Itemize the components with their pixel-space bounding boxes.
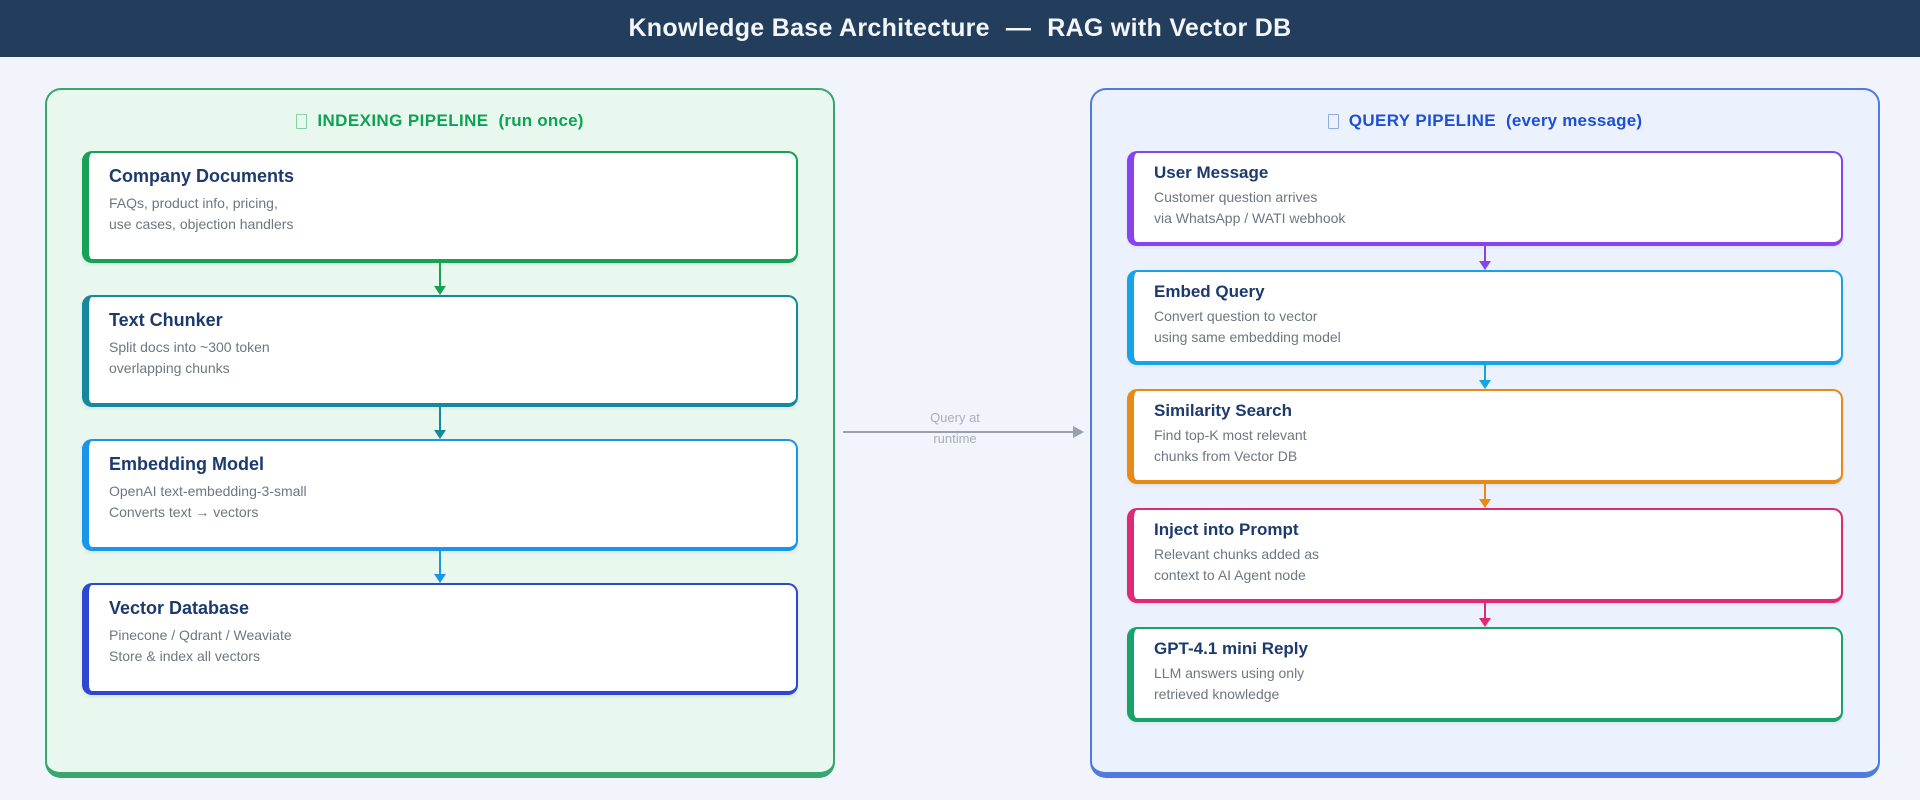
arrow-line <box>1483 603 1487 618</box>
step-title: GPT-4.1 mini Reply <box>1154 639 1308 658</box>
arrow-line <box>438 407 442 430</box>
step-description: Relevant chunks added as context to AI A… <box>1154 546 1319 583</box>
arrow-line <box>438 551 442 574</box>
pipeline-step-card: User Message Customer question arrives v… <box>1127 151 1843 246</box>
step-description: OpenAI text-embedding-3-small Converts t… <box>109 483 307 520</box>
pipeline-step-card: Embedding Model OpenAI text-embedding-3-… <box>82 439 798 551</box>
step-title: Text Chunker <box>109 310 223 330</box>
query-steps: User Message Customer question arrives v… <box>1127 151 1843 722</box>
indexing-steps: Company Documents FAQs, product info, pr… <box>82 151 798 695</box>
query-pipeline-header: QUERY PIPELINE (every message) <box>1127 110 1843 132</box>
page-title-left: Knowledge Base Architecture <box>628 14 990 42</box>
step-title: Vector Database <box>109 598 250 618</box>
step-description: Find top-K most relevant chunks from Vec… <box>1154 427 1307 464</box>
step-description: Customer question arrives via WhatsApp /… <box>1154 189 1346 226</box>
arrow-down-icon <box>1479 380 1491 389</box>
step-title: Company Documents <box>109 166 295 186</box>
query-pipeline-title: QUERY PIPELINE <box>1348 111 1497 130</box>
arrow-right-icon <box>1073 426 1084 438</box>
pipeline-step-card: Text Chunker Split docs into ~300 token … <box>82 295 798 407</box>
runtime-label-line1: Query at <box>930 410 980 425</box>
step-title: User Message <box>1154 163 1269 182</box>
indexing-pipeline-panel: INDEXING PIPELINE (run once) Company Doc… <box>45 88 835 778</box>
query-pipeline-panel: QUERY PIPELINE (every message) User Mess… <box>1090 88 1880 778</box>
step-description: Convert question to vector using same em… <box>1154 308 1341 345</box>
step-connector-arrow <box>82 407 798 439</box>
step-description: Pinecone / Qdrant / Weaviate Store & ind… <box>109 627 292 664</box>
arrow-line <box>1483 365 1487 380</box>
arrow-down-icon <box>434 574 446 583</box>
step-connector-arrow <box>82 551 798 583</box>
step-connector-arrow <box>1127 246 1843 270</box>
arrow-down-icon <box>434 286 446 295</box>
step-connector-arrow <box>82 263 798 295</box>
placeholder-box-icon <box>296 113 308 129</box>
page-title-dash: — <box>1005 14 1032 42</box>
arrow-down-icon <box>1479 261 1491 270</box>
step-description: LLM answers using only retrieved knowled… <box>1154 665 1305 702</box>
step-connector-arrow <box>1127 603 1843 627</box>
page-title-right: RAG with Vector DB <box>1047 14 1292 42</box>
step-description: FAQs, product info, pricing, use cases, … <box>109 195 294 232</box>
query-pipeline-suffix: (every message) <box>1506 111 1643 130</box>
arrow-down-icon <box>1479 499 1491 508</box>
pipeline-step-card: Inject into Prompt Relevant chunks added… <box>1127 508 1843 603</box>
arrow-line <box>438 263 442 286</box>
arrow-down-icon <box>1479 618 1491 627</box>
pipeline-step-card: Embed Query Convert question to vector u… <box>1127 270 1843 365</box>
step-title: Similarity Search <box>1154 401 1292 420</box>
runtime-label-line2: runtime <box>933 431 977 447</box>
title-bar: Knowledge Base Architecture — RAG with V… <box>0 0 1920 57</box>
arrow-line <box>1483 484 1487 499</box>
indexing-pipeline-header: INDEXING PIPELINE (run once) <box>82 110 798 132</box>
query-at-runtime-label: Query at runtime <box>870 407 1040 450</box>
step-title: Embed Query <box>1154 282 1265 301</box>
pipeline-step-card: GPT-4.1 mini Reply LLM answers using onl… <box>1127 627 1843 722</box>
step-connector-arrow <box>1127 365 1843 389</box>
pipeline-step-card: Similarity Search Find top-K most releva… <box>1127 389 1843 484</box>
query-at-runtime-arrow <box>843 426 1084 438</box>
step-title: Inject into Prompt <box>1154 520 1299 539</box>
arrow-line <box>1483 246 1487 261</box>
indexing-pipeline-title: INDEXING PIPELINE <box>317 111 489 130</box>
step-connector-arrow <box>1127 484 1843 508</box>
indexing-pipeline-suffix: (run once) <box>498 111 584 130</box>
pipeline-step-card: Vector Database Pinecone / Qdrant / Weav… <box>82 583 798 695</box>
pipeline-step-card: Company Documents FAQs, product info, pr… <box>82 151 798 263</box>
step-title: Embedding Model <box>109 454 264 474</box>
arrow-down-icon <box>434 430 446 439</box>
step-description: Split docs into ~300 token overlapping c… <box>109 339 270 376</box>
placeholder-box-icon <box>1327 113 1339 129</box>
